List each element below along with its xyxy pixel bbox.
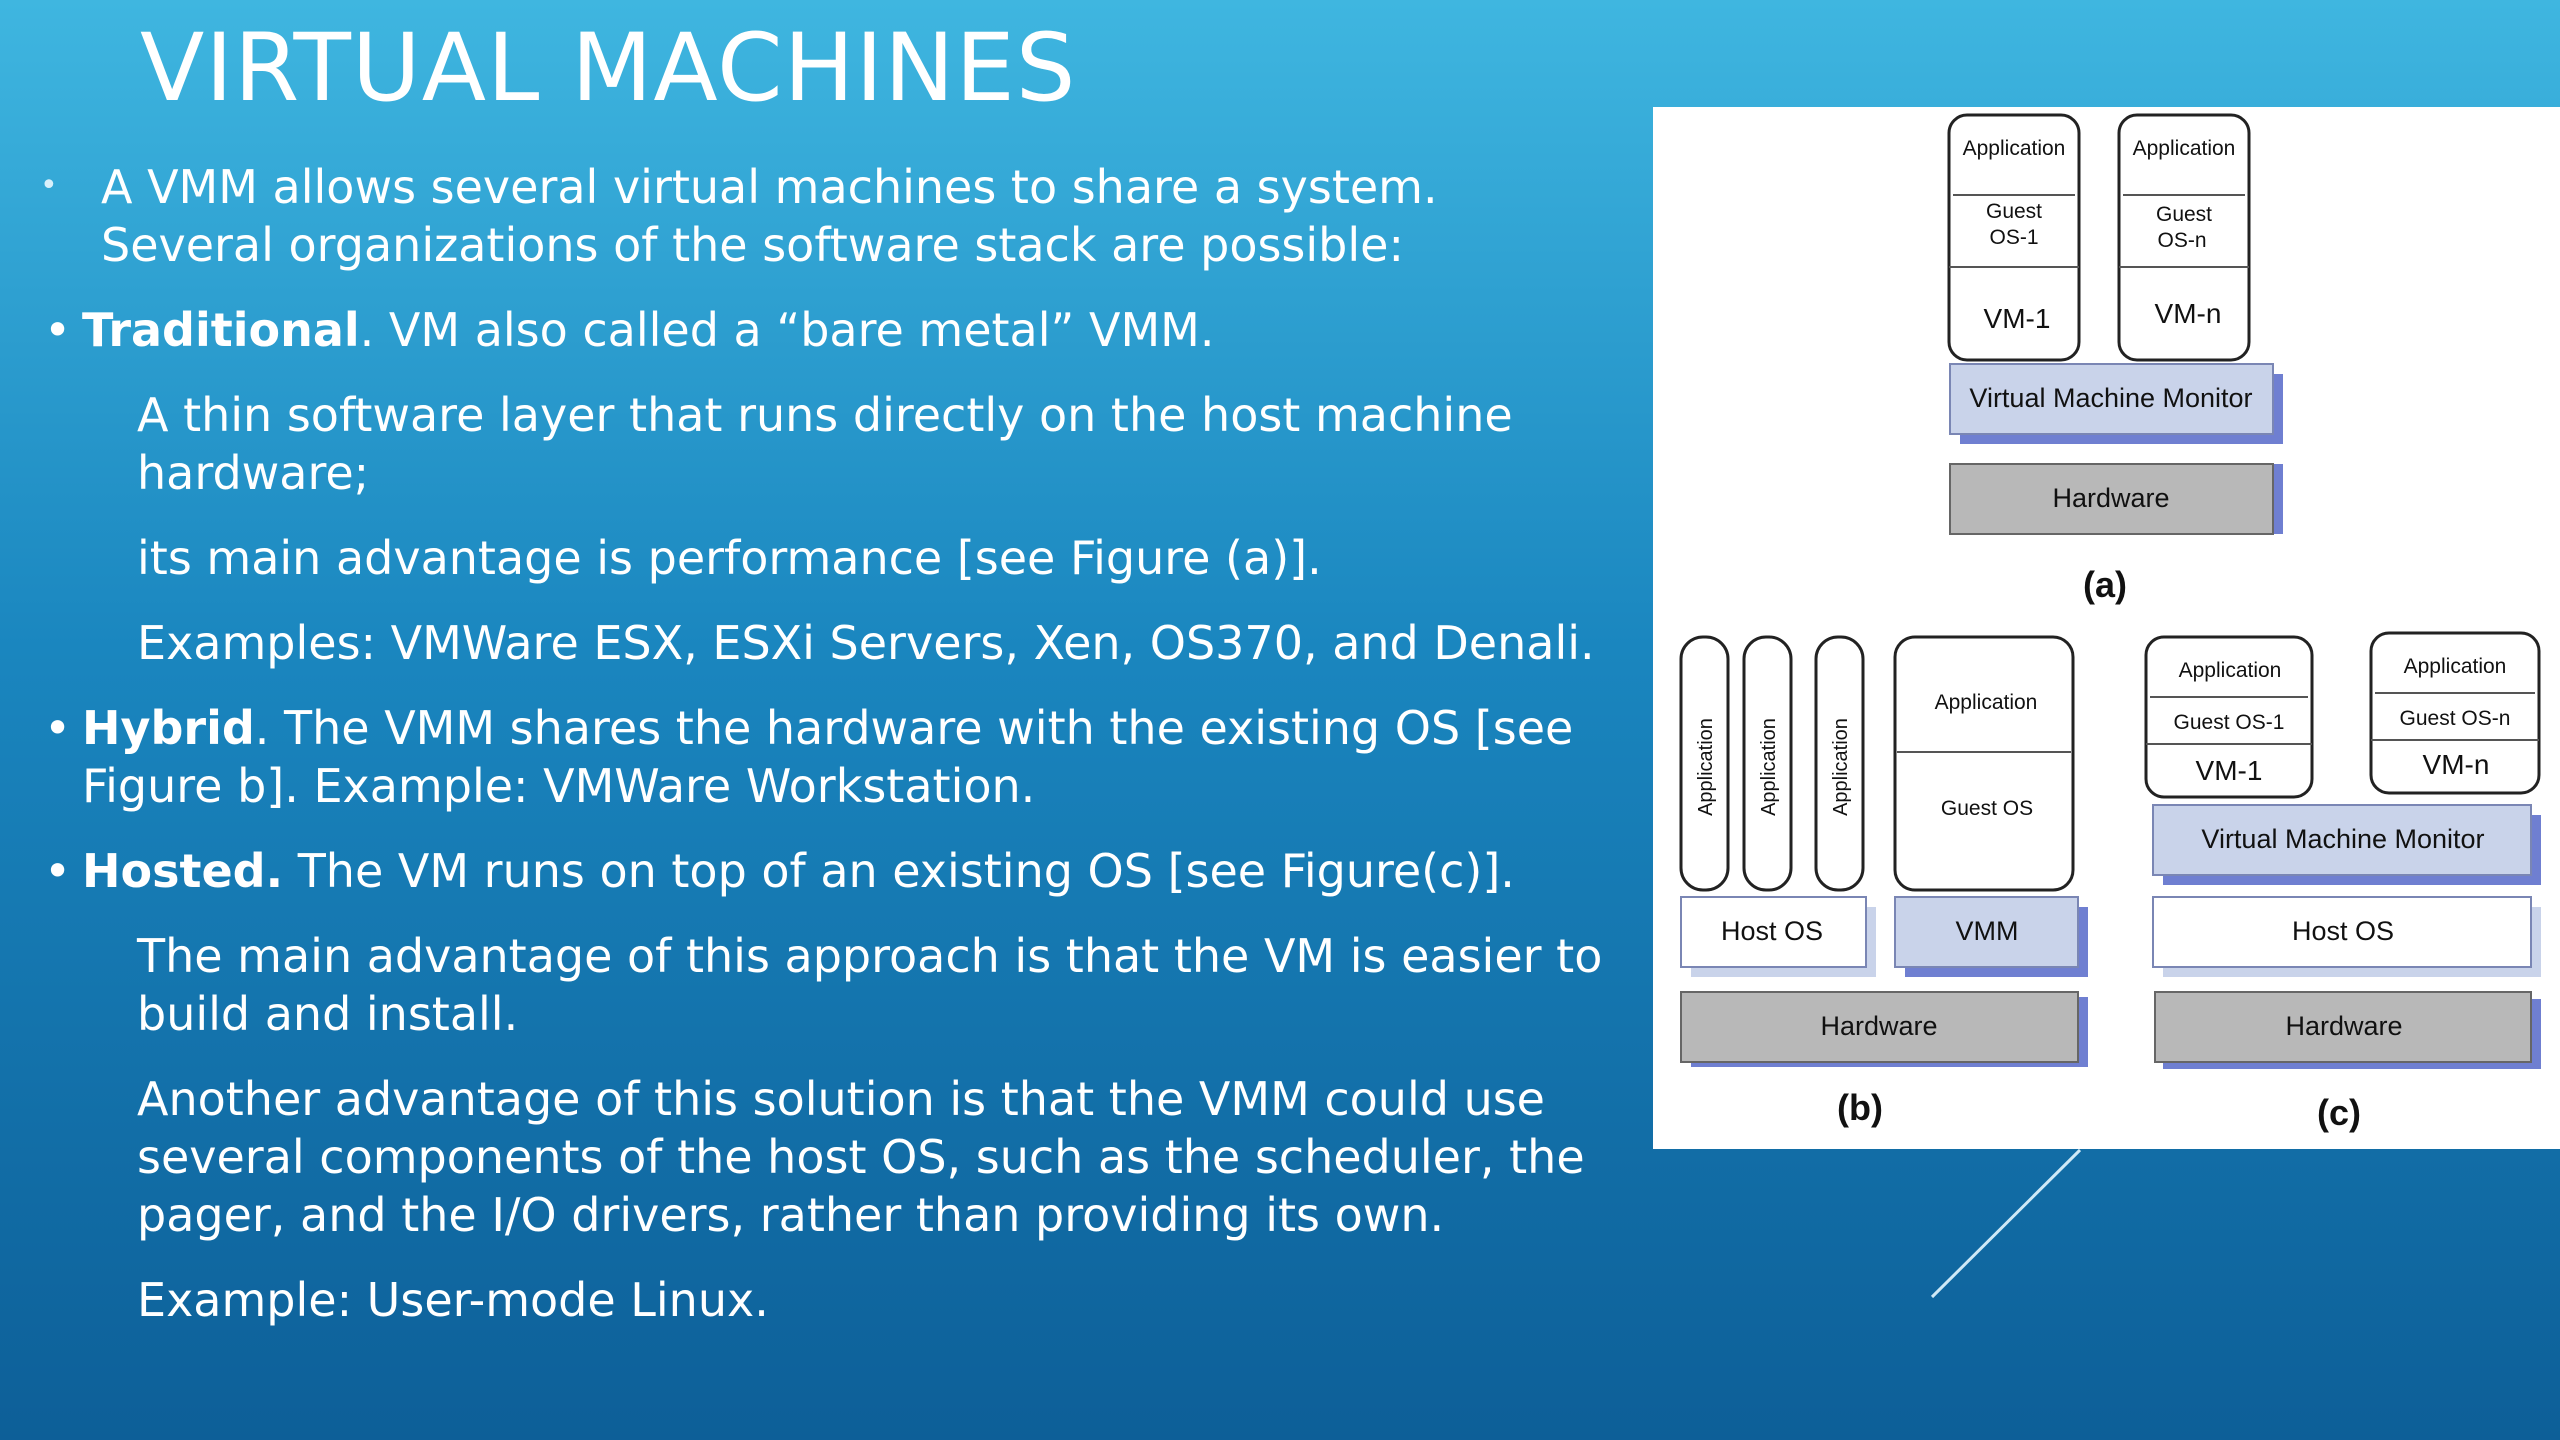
a-vmn-application: Application: [2133, 137, 2236, 160]
c-vm1-label: VM-1: [2196, 755, 2263, 786]
vm-architecture-figure: Application Guest OS-1 VM-1 Application …: [1653, 107, 2560, 1149]
a-caption: (a): [2083, 564, 2127, 605]
b-guest-os: Guest OS: [1941, 797, 2033, 820]
a-vmn-guest-line2: OS-n: [2157, 229, 2206, 252]
vm-architecture-diagram: Application Guest OS-1 VM-1 Application …: [1679, 113, 2541, 1133]
intro-paragraph: A VMM allows several virtual machines to…: [101, 160, 1438, 272]
b-app-column-3: [1814, 635, 1865, 892]
b-guest-box: [1893, 635, 2075, 892]
a-vm1-guest-line2: OS-1: [1989, 226, 2038, 249]
c-vmn-application: Application: [2404, 655, 2507, 678]
b-hostos-box: [1680, 896, 1867, 968]
a-vm1-label: VM-1: [1984, 303, 2051, 334]
hosted-detail-1: The main advantage of this approach is t…: [137, 929, 1603, 1041]
b-app-column-1: [1679, 635, 1730, 892]
slide-body: • A VMM allows several virtual machines …: [40, 160, 1622, 1327]
b-hardware-box: [1680, 991, 2079, 1063]
slide-title: VIRTUAL MACHINES: [140, 14, 1077, 123]
figure-a: Application Guest OS-1 VM-1 Application …: [1947, 113, 2283, 605]
bullet-hosted: •: [44, 844, 72, 898]
a-vm1-box: [1947, 113, 2081, 362]
b-vmm-box: [1894, 896, 2079, 968]
b-app-2-label: Application: [1758, 718, 1780, 816]
c-caption: (c): [2317, 1092, 2361, 1133]
c-vmn-box: [2369, 631, 2541, 795]
a-vm1-application: Application: [1963, 137, 2066, 160]
b-caption: (b): [1837, 1087, 1883, 1128]
c-vmn-guest: Guest OS-n: [2400, 707, 2511, 730]
decorative-diagonal-line: [1930, 1148, 2082, 1299]
traditional-detail-1: A thin software layer that runs directly…: [137, 388, 1513, 500]
b-app-3-label: Application: [1830, 718, 1852, 816]
traditional-detail-2: its main advantage is performance [see F…: [137, 531, 1322, 585]
hybrid-paragraph: Hybrid. The VMM shares the hardware with…: [82, 699, 1582, 815]
bullet-traditional: •: [44, 303, 72, 357]
c-vm1-application: Application: [2179, 659, 2282, 682]
b-guest-application: Application: [1935, 691, 2038, 714]
traditional-text: . VM also called a “bare metal” VMM.: [359, 303, 1215, 357]
b-app-1-label: Application: [1695, 718, 1717, 816]
c-vm1-guest: Guest OS-1: [2174, 711, 2285, 734]
c-vmm-label: Virtual Machine Monitor: [2201, 824, 2484, 854]
b-app-column-2: [1742, 635, 1793, 892]
figure-c: Application Guest OS-1 VM-1 Application …: [2144, 631, 2541, 1133]
c-hardware-label: Hardware: [2285, 1011, 2402, 1041]
a-hardware-box: [1949, 463, 2274, 535]
b-hostos-label: Host OS: [1721, 916, 1823, 946]
hosted-detail-2: Another advantage of this solution is th…: [137, 1072, 1585, 1242]
figure-b: Application Application Application Appl…: [1679, 635, 2088, 1128]
c-vmm-box: [2152, 804, 2532, 876]
a-vmn-box: [2117, 113, 2251, 362]
b-hardware-label: Hardware: [1820, 1011, 1937, 1041]
hosted-label: Hosted.: [82, 844, 284, 898]
c-hostos-label: Host OS: [2292, 916, 2394, 946]
a-vmn-label: VM-n: [2155, 298, 2222, 329]
hosted-text: The VM runs on top of an existing OS [se…: [283, 844, 1515, 898]
traditional-label: Traditional: [82, 303, 360, 357]
a-vm1-guest-line1: Guest: [1986, 200, 2042, 223]
hybrid-label: Hybrid: [82, 701, 255, 755]
bullet-dot-intro: •: [40, 168, 58, 203]
c-hostos-box: [2152, 896, 2532, 968]
traditional-examples: Examples: VMWare ESX, ESXi Servers, Xen,…: [137, 616, 1595, 670]
c-vmn-label: VM-n: [2423, 749, 2490, 780]
traditional-paragraph: Traditional. VM also called a “bare meta…: [82, 301, 1622, 359]
hybrid-text: . The VMM shares the hardware with the e…: [82, 701, 1574, 813]
hosted-example: Example: User-mode Linux.: [137, 1273, 769, 1327]
a-vmn-guest-line1: Guest: [2156, 203, 2212, 226]
bullet-hybrid: •: [44, 701, 72, 755]
c-hardware-box: [2154, 991, 2532, 1063]
a-hardware-label: Hardware: [2052, 483, 2169, 513]
a-vmm-box: [1949, 363, 2274, 435]
hosted-paragraph: Hosted. The VM runs on top of an existin…: [82, 842, 1622, 900]
b-vmm-label: VMM: [1956, 916, 2019, 946]
a-vmm-label: Virtual Machine Monitor: [1969, 383, 2252, 413]
c-vm1-box: [2144, 635, 2314, 799]
